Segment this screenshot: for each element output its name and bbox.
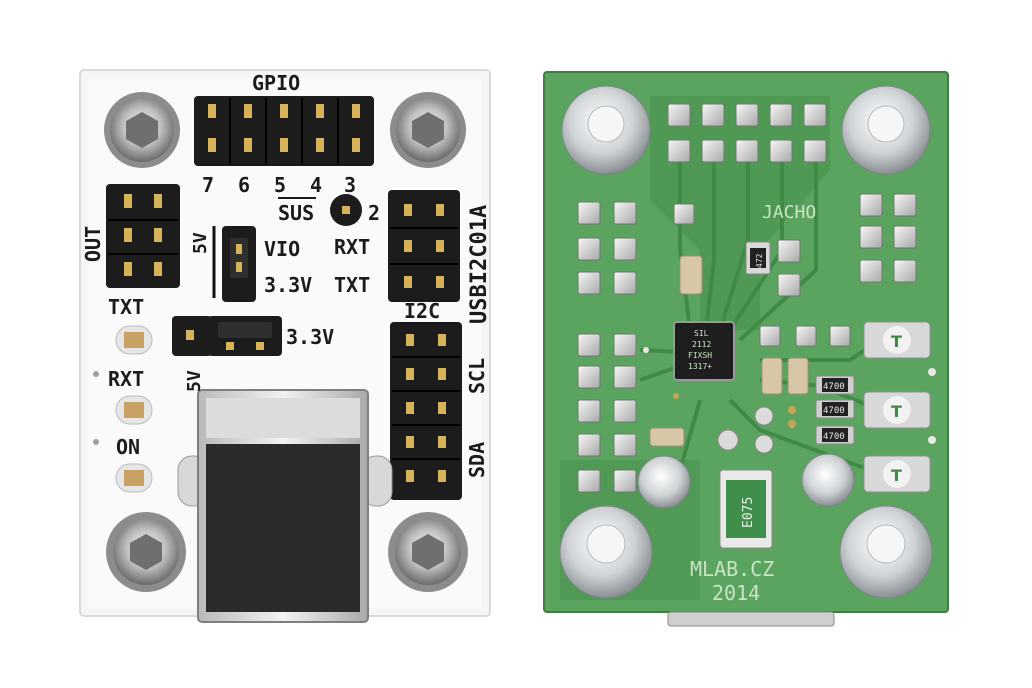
vio-jumper (212, 226, 256, 302)
svg-text:T: T (891, 402, 902, 421)
screw-top-right (390, 92, 466, 168)
ic-line-1: SIL (694, 329, 709, 338)
resistor-3-label: 4700 (823, 432, 845, 442)
i2c-label: I2C (404, 299, 440, 323)
vio-label: VIO (264, 237, 300, 261)
led-rxt-label: RXT (108, 367, 144, 391)
sus-label: SUS (278, 201, 314, 225)
txt-label: TXT (334, 273, 370, 297)
out-label: OUT (81, 226, 105, 262)
gpio-label: GPIO (252, 71, 300, 95)
led-txt (115, 325, 153, 355)
capacitors (649, 255, 809, 447)
gpio-pin-4: 4 (310, 173, 322, 197)
standoff-bottom-left (559, 505, 653, 599)
gpio-header (194, 96, 374, 166)
screw-top-left (104, 92, 180, 168)
svg-text:T: T (891, 466, 902, 485)
resistor-472-label: 472 (755, 253, 764, 268)
standoff-top-right (841, 85, 931, 175)
right-pads (759, 193, 917, 347)
polyfuse: E075 (719, 469, 773, 549)
maker-label: MLAB.CZ (690, 557, 774, 581)
v33-bottom-label: 3.3V (286, 325, 334, 349)
v33-top-label: 3.3V (264, 273, 312, 297)
standoff-top-left (561, 85, 651, 175)
year-label: 2014 (712, 581, 760, 605)
ic-line-4: 1317+ (688, 362, 712, 371)
sda-label: SDA (465, 442, 489, 478)
designer-label: JACHO (762, 202, 816, 223)
led-on-label: ON (116, 435, 140, 459)
gpio-pin-6: 6 (238, 173, 250, 197)
resistor-1-label: 4700 (823, 382, 845, 392)
white-pcb-board: GPIO 7 6 5 4 3 SUS 2 VIO 3.3V RXT TXT I2… (79, 69, 492, 623)
rxt-label: RXT (334, 235, 370, 259)
round-pads (637, 347, 936, 509)
usb-b-connector (177, 389, 393, 623)
standoff-bottom-right (839, 505, 933, 599)
gpio-pin-5: 5 (274, 173, 286, 197)
led-txt-label: TXT (108, 295, 144, 319)
usb-shell-underside (667, 611, 835, 627)
fuse-label: E075 (741, 497, 756, 528)
led-on (115, 463, 153, 493)
resistor-472: 472 (745, 241, 771, 275)
scl-label: SCL (465, 358, 489, 394)
board-name: USBI2C01A (467, 205, 492, 324)
out-header (106, 184, 180, 288)
sus-pin-number: 2 (368, 201, 380, 225)
green-pcb-board: T T T SIL 2112 FIXSH 1317+ 472 (543, 71, 949, 627)
i2c-header (390, 322, 462, 500)
top-pads (667, 103, 827, 163)
uart-header (388, 190, 460, 302)
ic-line-2: 2112 (692, 340, 711, 349)
power-jumper (172, 316, 282, 356)
screw-bottom-right (388, 512, 468, 592)
resistors-4700: 4700 4700 4700 (815, 375, 855, 445)
ic-line-3: FIXSH (688, 351, 712, 360)
sus-pin (330, 194, 362, 226)
screw-bottom-left (106, 512, 186, 592)
gpio-pin-3: 3 (344, 173, 356, 197)
resistor-2-label: 4700 (823, 406, 845, 416)
gpio-pin-7: 7 (202, 173, 214, 197)
v5-top-label: 5V (190, 232, 211, 254)
left-pads (577, 201, 695, 493)
svg-text:T: T (891, 332, 902, 351)
smd-leds: T T T (863, 321, 931, 493)
led-rxt (115, 395, 153, 425)
v5-bottom-label: 5V (184, 370, 205, 392)
usb-bridge-ic: SIL 2112 FIXSH 1317+ (673, 321, 735, 381)
